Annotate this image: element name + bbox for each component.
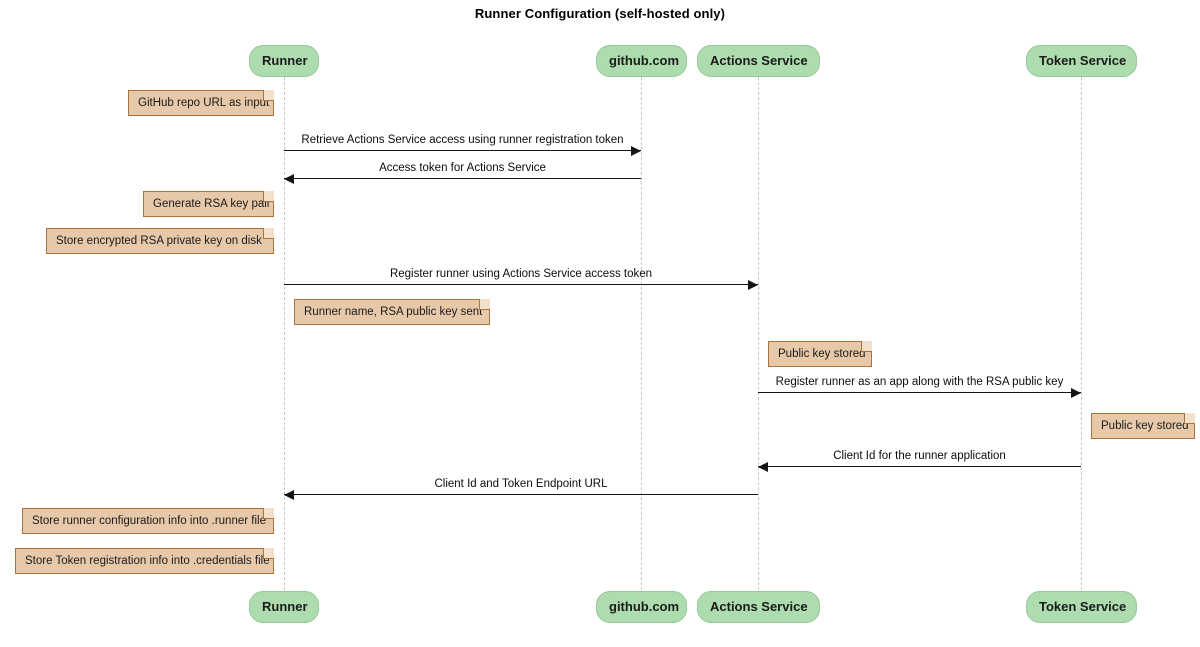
note-n3: Store encrypted RSA private key on disk bbox=[46, 228, 274, 254]
arrow-head-m3 bbox=[748, 279, 758, 290]
note-text: Runner name, RSA public key sent bbox=[304, 306, 483, 318]
arrow-head-m4 bbox=[1071, 387, 1081, 398]
note-fold-corner-icon bbox=[1184, 413, 1195, 424]
message-label-m2: Access token for Actions Service bbox=[379, 162, 546, 174]
message-label-m5: Client Id for the runner application bbox=[833, 450, 1006, 462]
note-text: Public key stored bbox=[778, 348, 866, 360]
note-text: GitHub repo URL as input bbox=[138, 97, 270, 109]
note-fold-corner-icon bbox=[479, 299, 490, 310]
participant-label: Token Service bbox=[1039, 599, 1127, 614]
participant-github-top[interactable]: github.com bbox=[596, 45, 687, 77]
participant-label: Actions Service bbox=[710, 599, 808, 614]
participant-label: Runner bbox=[262, 599, 308, 614]
message-label-m6: Client Id and Token Endpoint URL bbox=[434, 478, 608, 490]
message-label-m4: Register runner as an app along with the… bbox=[775, 376, 1064, 388]
note-text: Generate RSA key pair bbox=[153, 198, 271, 210]
participant-label: Token Service bbox=[1039, 53, 1127, 68]
note-n1: GitHub repo URL as input bbox=[128, 90, 274, 116]
note-n2: Generate RSA key pair bbox=[143, 191, 274, 217]
lifeline-actions bbox=[758, 77, 759, 590]
message-label-m3: Register runner using Actions Service ac… bbox=[389, 268, 653, 280]
arrow-head-m5 bbox=[758, 461, 768, 472]
note-n5: Public key stored bbox=[768, 341, 872, 367]
message-line-m5 bbox=[758, 466, 1081, 467]
note-fold-corner-icon bbox=[263, 228, 274, 239]
participant-actions-top[interactable]: Actions Service bbox=[697, 45, 820, 77]
note-text: Store runner configuration info into .ru… bbox=[32, 515, 266, 527]
lifeline-runner bbox=[284, 77, 285, 590]
message-line-m1 bbox=[284, 150, 641, 151]
note-fold-corner-icon bbox=[263, 548, 274, 559]
arrow-head-m1 bbox=[631, 145, 641, 156]
participant-token-bottom[interactable]: Token Service bbox=[1026, 591, 1137, 623]
participant-label: Actions Service bbox=[710, 53, 808, 68]
note-n7: Store runner configuration info into .ru… bbox=[22, 508, 274, 534]
note-n4: Runner name, RSA public key sent bbox=[294, 299, 490, 325]
note-fold-corner-icon bbox=[263, 90, 274, 101]
participant-runner-top[interactable]: Runner bbox=[249, 45, 319, 77]
participant-runner-bottom[interactable]: Runner bbox=[249, 591, 319, 623]
participant-label: Runner bbox=[262, 53, 308, 68]
note-n6: Public key stored bbox=[1091, 413, 1195, 439]
lifeline-token bbox=[1081, 77, 1082, 590]
message-line-m3 bbox=[284, 284, 758, 285]
participant-label: github.com bbox=[609, 599, 680, 614]
message-line-m4 bbox=[758, 392, 1081, 393]
note-text: Public key stored bbox=[1101, 420, 1189, 432]
note-text: Store Token registration info into .cred… bbox=[25, 555, 270, 567]
participant-github-bottom[interactable]: github.com bbox=[596, 591, 687, 623]
lifeline-github bbox=[641, 77, 642, 590]
note-text: Store encrypted RSA private key on disk bbox=[56, 235, 262, 247]
diagram-title: Runner Configuration (self-hosted only) bbox=[474, 6, 726, 21]
note-n8: Store Token registration info into .cred… bbox=[15, 548, 274, 574]
arrow-head-m2 bbox=[284, 173, 294, 184]
note-fold-corner-icon bbox=[263, 191, 274, 202]
note-fold-corner-icon bbox=[263, 508, 274, 519]
participant-token-top[interactable]: Token Service bbox=[1026, 45, 1137, 77]
message-line-m6 bbox=[284, 494, 758, 495]
participant-actions-bottom[interactable]: Actions Service bbox=[697, 591, 820, 623]
message-line-m2 bbox=[284, 178, 641, 179]
message-label-m1: Retrieve Actions Service access using ru… bbox=[301, 134, 624, 146]
arrow-head-m6 bbox=[284, 489, 294, 500]
participant-label: github.com bbox=[609, 53, 680, 68]
note-fold-corner-icon bbox=[861, 341, 872, 352]
